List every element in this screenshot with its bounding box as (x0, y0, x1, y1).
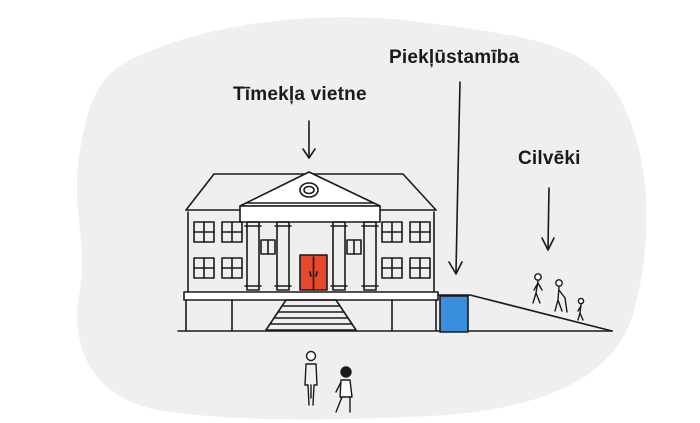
down-arrow-icon (448, 81, 463, 275)
person-icon (304, 350, 318, 406)
person-icon (532, 273, 543, 304)
website-label: Tīmekļa vietne (233, 84, 367, 105)
door (299, 254, 328, 291)
ramp-entrance (439, 295, 469, 333)
wheelchair-user-icon (554, 279, 568, 313)
accessibility-label: Piekļūstamība (389, 47, 520, 68)
ramp-icon (437, 294, 613, 333)
building-icon (177, 171, 613, 332)
child-icon (577, 297, 585, 321)
person-icon (335, 366, 353, 413)
down-arrow-icon (541, 187, 555, 251)
down-arrow-icon (302, 120, 316, 159)
people-label: Cilvēki (518, 148, 581, 169)
